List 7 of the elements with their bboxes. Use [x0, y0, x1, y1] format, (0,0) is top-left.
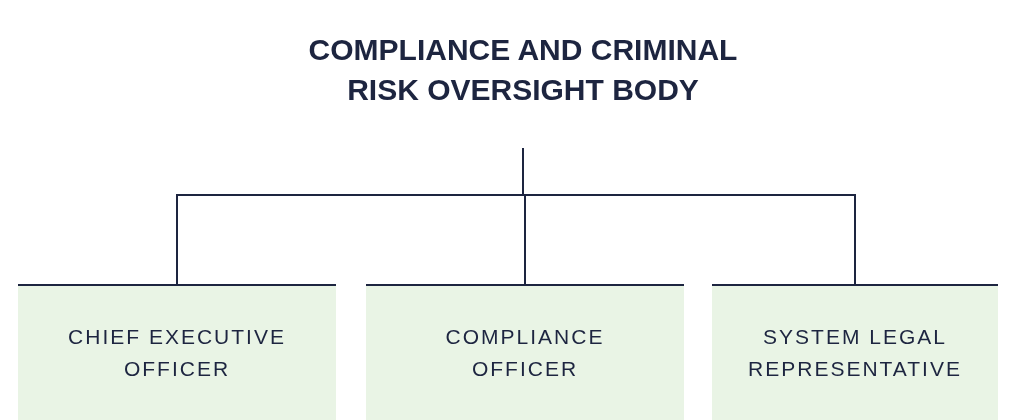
- role-box: [366, 284, 684, 420]
- role-label: SYSTEM LEGAL REPRESENTATIVE: [747, 324, 963, 382]
- role-label: CHIEF EXECUTIVE OFFICER: [67, 324, 287, 382]
- oversight-body-label: COMPLIANCE AND CRIMINAL RISK OVERSIGHT BODY: [307, 32, 739, 108]
- role-box: [712, 284, 998, 420]
- role-box: [18, 284, 336, 420]
- role-label: COMPLIANCE OFFICER: [444, 324, 606, 382]
